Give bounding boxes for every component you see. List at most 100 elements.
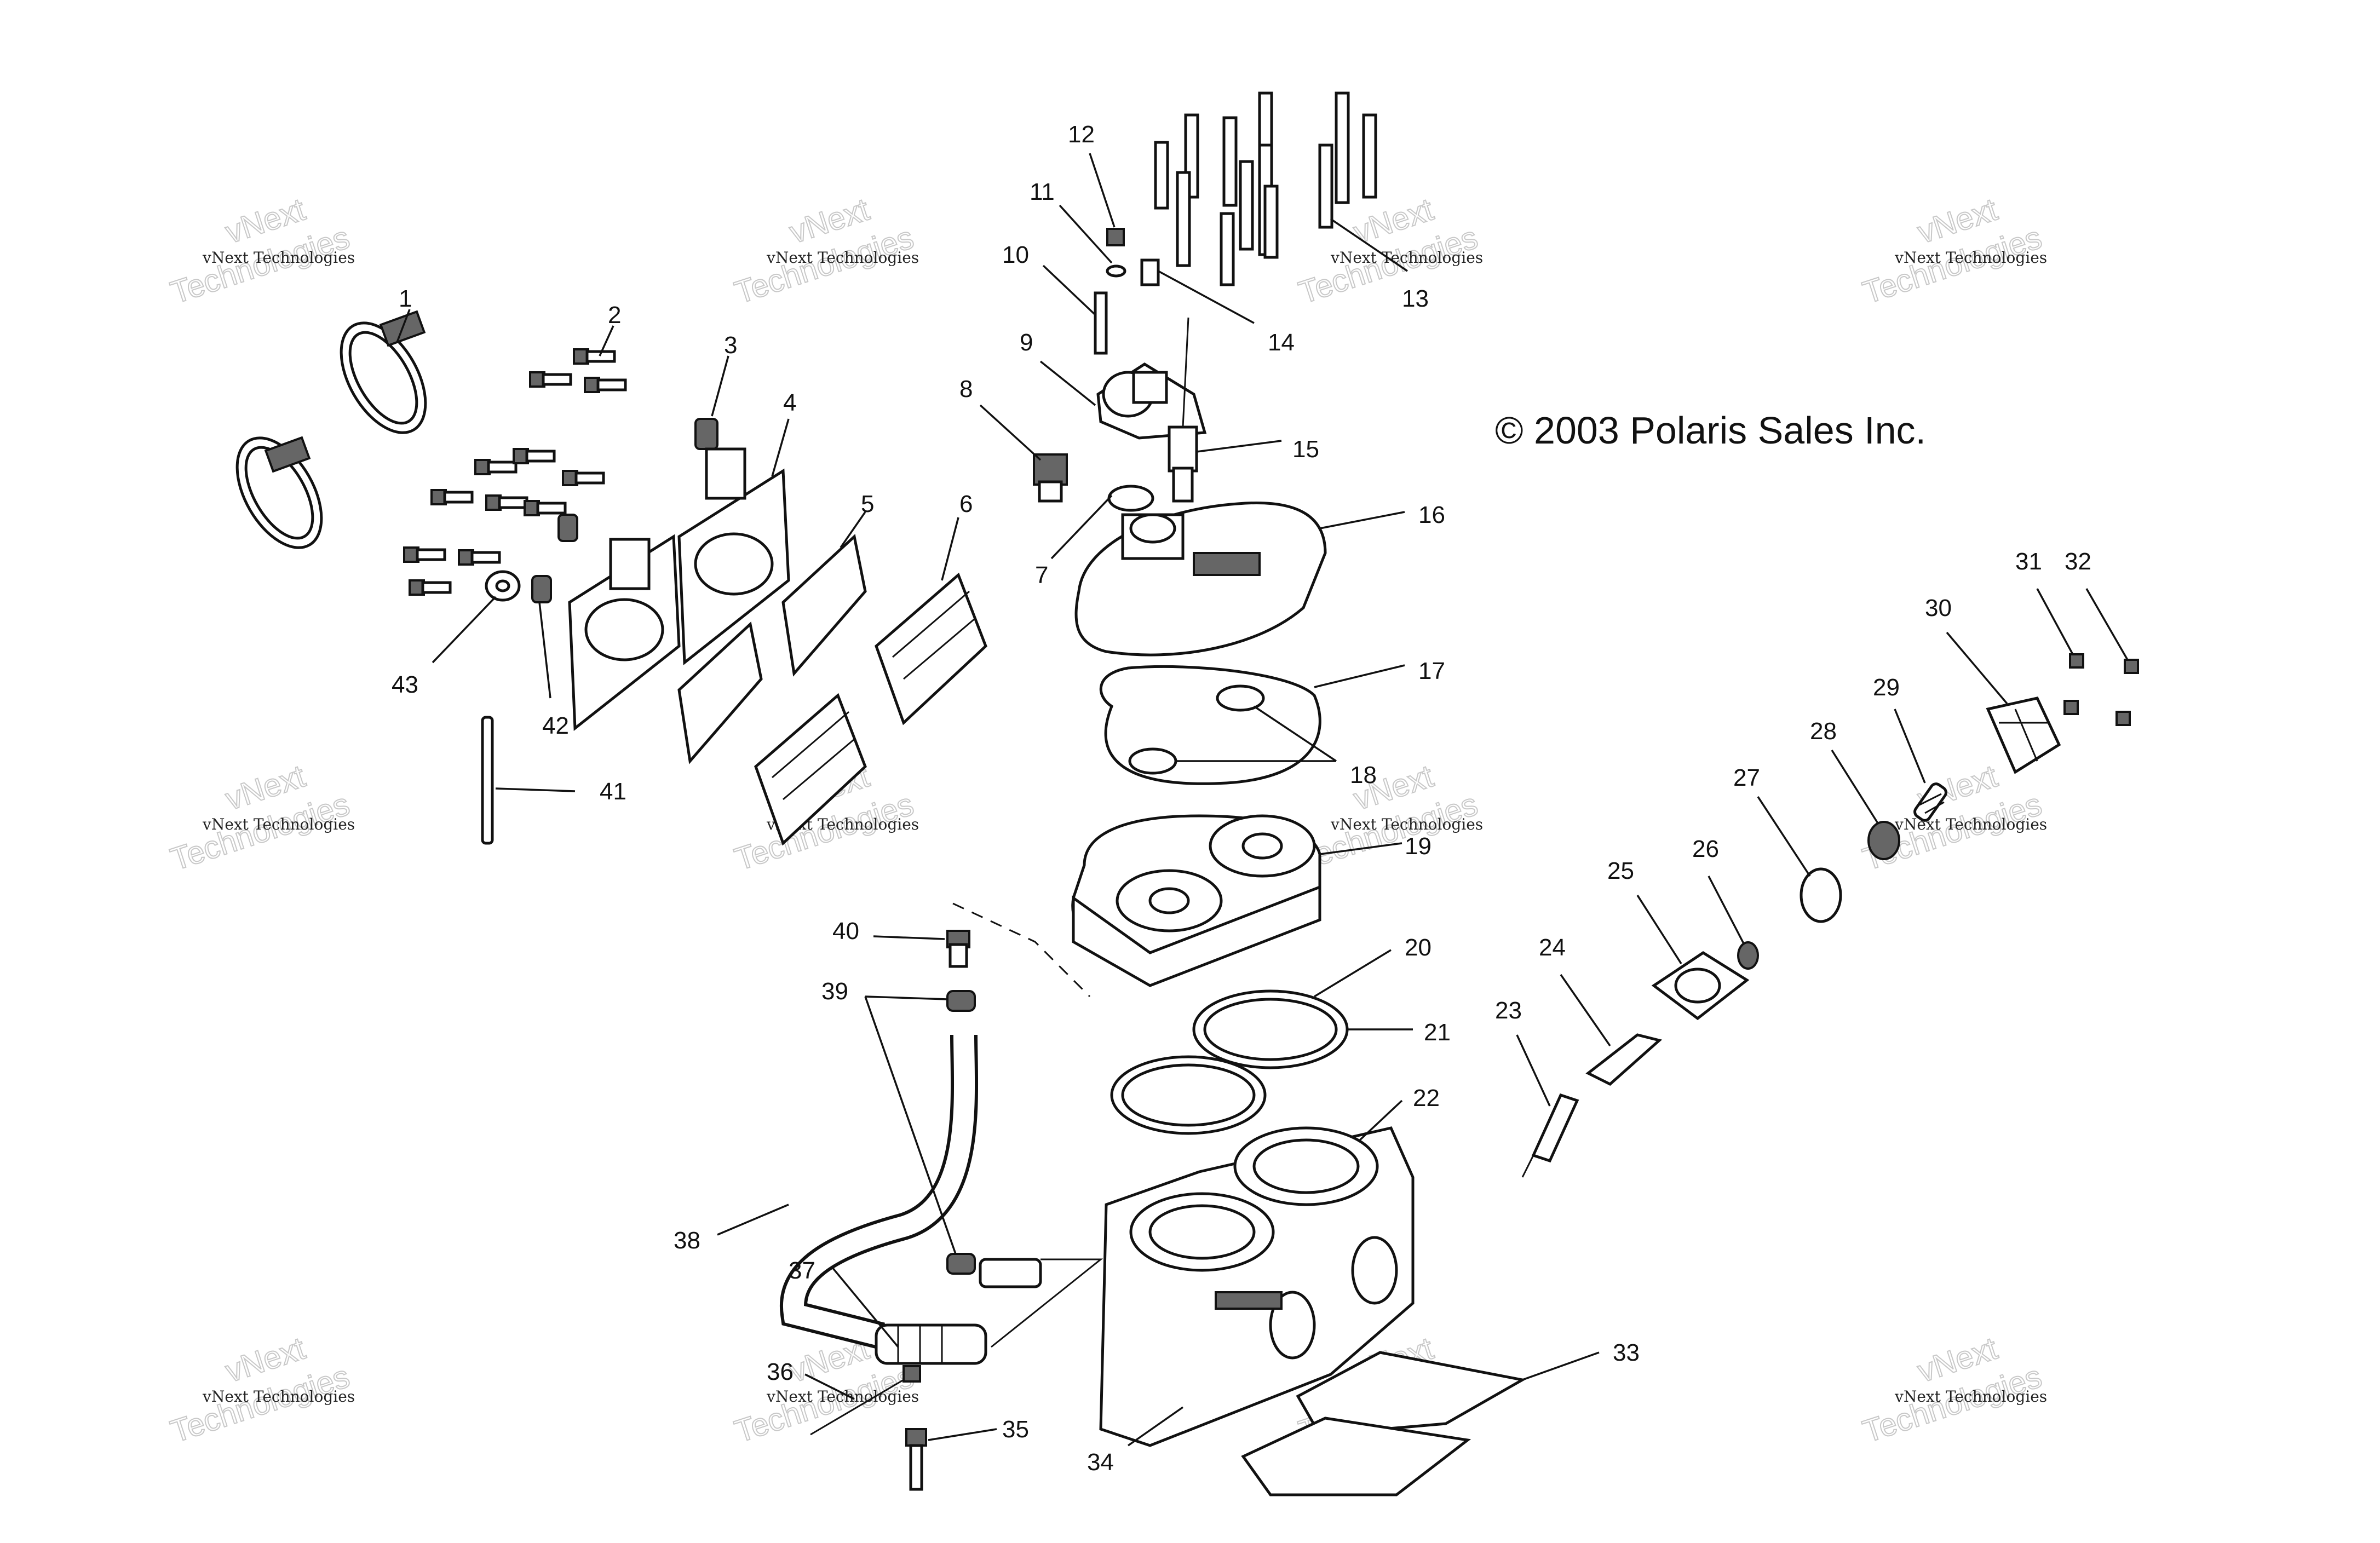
callout-7: 7 [1035,562,1048,589]
temp-sensor [1168,317,1198,503]
screw-32 [2124,659,2139,674]
cylinder-head [1071,814,1321,987]
callout-15: 15 [1292,436,1319,463]
callout-3: 3 [724,332,737,359]
seal-26 [1737,941,1759,970]
callout-14: 14 [1268,329,1295,356]
callout-43: 43 [392,671,418,698]
svg-text:vNext Technologies: vNext Technologies [766,1387,919,1406]
thermostat [1033,453,1068,503]
callout-20: 20 [1405,934,1432,961]
watermark-2: vNext Technologies vNext Technologies [730,191,919,312]
svg-text:vNext Technologies: vNext Technologies [766,249,919,267]
screw-32b [2115,711,2131,726]
callout-36: 36 [767,1358,794,1385]
callout-27: 27 [1733,764,1760,791]
callout-32: 32 [2065,548,2091,575]
callout-17: 17 [1418,658,1445,684]
callout-21: 21 [1424,1019,1451,1046]
watermark-1: vNext Technologies vNext Technologies [166,191,355,312]
nut-12 [1106,228,1125,246]
washer-43 [485,570,521,602]
reed-stuffer-upper [781,534,867,677]
o-ring-18-upper [1216,684,1265,712]
base-gasket-20-inner [1203,998,1338,1061]
callout-34: 34 [1087,1449,1114,1476]
reed-stuffer-lower [677,621,763,764]
fitting-3 [694,418,718,450]
callout-28: 28 [1810,718,1837,745]
callout-39: 39 [821,978,848,1005]
callout-9: 9 [1020,329,1033,356]
head-bolts [1154,91,1377,286]
hose-clamp-upper [340,310,427,434]
svg-text:vNext Technologies: vNext Technologies [1894,249,2047,267]
thermostat-housing [1096,362,1207,440]
svg-text:vNext Technologies: vNext Technologies [1894,815,2047,833]
watermark-4: vNext Technologies vNext Technologies [1858,191,2047,312]
dashed-guide-40 [952,902,1091,998]
nipple-fitting [946,930,970,968]
callout-26: 26 [1692,836,1719,862]
intake-bolts [403,348,627,596]
fitting-42 [531,575,552,603]
svg-text:vNext Technologies: vNext Technologies [1894,1387,2047,1406]
callout-19: 19 [1405,833,1432,860]
callout-23: 23 [1495,997,1522,1024]
callout-22: 22 [1413,1085,1440,1112]
hose-fitting [979,1258,1042,1288]
callout-13: 13 [1402,285,1429,312]
spark-plug [1521,1093,1579,1178]
intake-manifold-front [568,534,681,731]
copyright-notice: © 2003 Polaris Sales Inc. [1495,409,1926,452]
pump-cover [1651,951,1750,1021]
o-ring-7 [1107,485,1154,512]
watermark-7: vNext Technologies vNext Technologies [1294,758,1483,878]
cylinder-block [1099,1126,1415,1447]
callout-18: 18 [1350,762,1377,788]
callout-11: 11 [1030,179,1055,205]
parts [235,91,2139,1496]
cover-plate-30 [1986,696,2061,774]
svg-text:vNext Technologies: vNext Technologies [1330,815,1483,833]
callout-25: 25 [1607,857,1634,884]
callout-35: 35 [1002,1416,1029,1443]
callout-38: 38 [674,1227,700,1254]
fitting-mid [557,514,578,542]
hose-sleeve [875,1323,987,1365]
callout-2: 2 [608,302,621,329]
reed-valve-lower [754,693,867,846]
o-ring-18-lower [1128,747,1177,775]
svg-text:vNext Technologies: vNext Technologies [202,1387,355,1406]
callout-33: 33 [1613,1339,1640,1366]
callout-41: 41 [600,778,626,805]
pump-gasket-24 [1585,1033,1663,1086]
bolt-14 [1140,258,1160,286]
callout-4: 4 [783,389,796,416]
hose-clamp-lower [235,436,323,549]
svg-text:vNext Technologies: vNext Technologies [1330,249,1483,267]
svg-text:vNext Technologies: vNext Technologies [202,249,355,267]
watermark-12: vNext Technologies vNext Technologies [1858,1330,2047,1450]
base-gasket-33-lower [1241,1417,1471,1496]
gear-28 [1867,821,1900,860]
callout-30: 30 [1925,595,1952,621]
callout-12: 12 [1068,121,1095,148]
callout-labels: 1 2 3 4 5 6 7 8 9 10 11 12 13 14 15 16 1… [392,121,2091,1476]
callout-6: 6 [959,491,973,517]
clamp-39-lower [946,1253,976,1275]
base-gasket-21-inner [1121,1063,1256,1127]
leader-lines [396,153,2129,1447]
callout-24: 24 [1539,934,1566,961]
clamp-39-upper [946,990,976,1012]
bolt-10 [1094,291,1108,355]
intake-manifold-rear [677,447,790,665]
callout-31: 31 [2015,548,2042,575]
callout-16: 16 [1418,502,1445,528]
reed-valve-upper [875,572,987,726]
spring-29 [1913,782,1947,822]
callout-10: 10 [1002,241,1029,268]
cylinder-head-cover [1074,502,1327,657]
impeller-27 [1800,867,1842,923]
